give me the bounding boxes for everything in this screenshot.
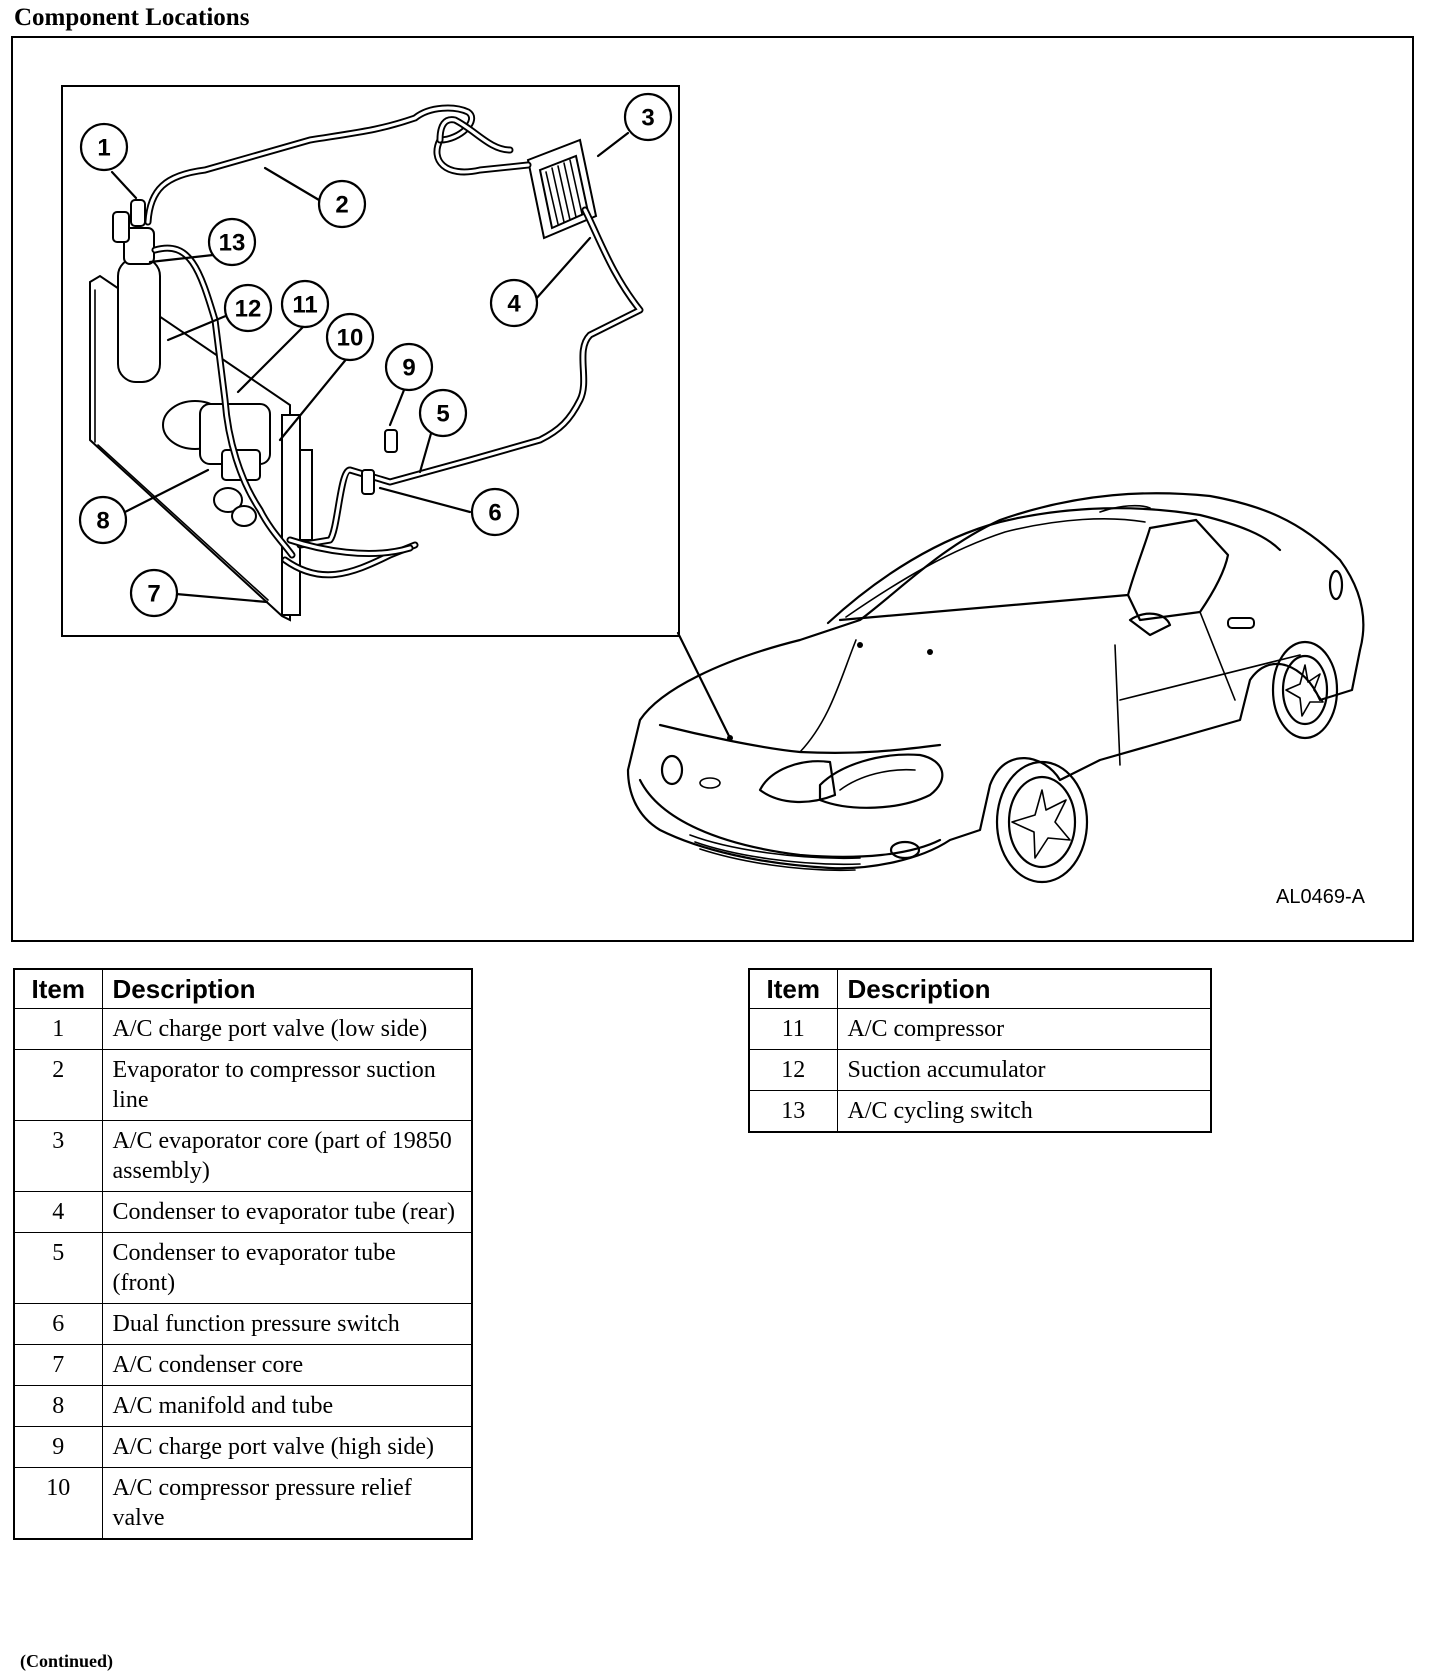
callout-7: 7 <box>129 568 179 618</box>
continued-note: (Continued) <box>20 1651 114 1671</box>
item-description: A/C evaporator core (part of 19850 assem… <box>101 1120 473 1192</box>
svg-text:11: 11 <box>292 292 317 319</box>
item-number: 13 <box>748 1090 838 1133</box>
suction-accumulator <box>112 199 161 383</box>
item-number: 7 <box>13 1344 103 1386</box>
figure-id: AL0469-A <box>1276 886 1365 908</box>
header-description: Description <box>836 968 1212 1009</box>
item-number: 4 <box>13 1191 103 1233</box>
item-number: 1 <box>13 1008 103 1050</box>
leader-lines <box>110 131 630 604</box>
item-number: 11 <box>748 1008 838 1050</box>
inset-pointer-dot <box>727 735 733 741</box>
svg-text:10: 10 <box>337 325 364 352</box>
ac-system-drawing: 1 2 3 4 5 6 7 8 9 10 11 12 13 <box>78 92 673 622</box>
item-number: 9 <box>13 1426 103 1468</box>
refrigerant-tubes <box>144 104 644 579</box>
section-title: Component Locations <box>14 4 250 31</box>
callout-1: 1 <box>79 122 129 172</box>
item-number: 2 <box>13 1049 103 1121</box>
item-description: A/C charge port valve (low side) <box>101 1008 473 1050</box>
svg-text:9: 9 <box>402 355 415 382</box>
pressure-switch <box>361 469 375 495</box>
callout-8: 8 <box>78 495 128 545</box>
item-description: Condenser to evaporator tube (rear) <box>101 1191 473 1233</box>
svg-text:8: 8 <box>96 508 109 535</box>
item-description: A/C compressor <box>836 1008 1212 1050</box>
svg-text:1: 1 <box>97 135 110 162</box>
callout-13: 13 <box>207 217 257 267</box>
table-header-row: Item Description <box>13 968 473 1009</box>
callout-5: 5 <box>418 388 468 438</box>
charge-port-high <box>384 429 398 453</box>
item-description: Dual function pressure switch <box>101 1303 473 1345</box>
item-description: Evaporator to compressor suction line <box>101 1049 473 1121</box>
header-item: Item <box>13 968 103 1009</box>
car-illustration <box>626 492 1365 884</box>
header-description: Description <box>101 968 473 1009</box>
inset-pointer <box>676 631 732 740</box>
item-number: 6 <box>13 1303 103 1345</box>
svg-text:7: 7 <box>147 581 160 608</box>
svg-text:6: 6 <box>488 500 501 527</box>
item-description: Suction accumulator <box>836 1049 1212 1091</box>
table-header-row: Item Description <box>748 968 1212 1009</box>
item-number: 8 <box>13 1385 103 1427</box>
item-number: 12 <box>748 1049 838 1091</box>
compressor <box>162 400 271 527</box>
item-description: A/C compressor pressure relief valve <box>101 1467 473 1540</box>
item-number: 5 <box>13 1232 103 1304</box>
callout-12: 12 <box>223 283 273 333</box>
callout-4: 4 <box>489 278 539 328</box>
callout-2: 2 <box>317 179 367 229</box>
callout-3: 3 <box>623 92 673 142</box>
item-number: 10 <box>13 1467 103 1540</box>
figure-frame <box>11 36 1414 942</box>
svg-text:12: 12 <box>235 296 262 323</box>
svg-text:4: 4 <box>507 291 521 318</box>
item-description: A/C condenser core <box>101 1344 473 1386</box>
callout-9: 9 <box>384 342 434 392</box>
item-description: A/C charge port valve (high side) <box>101 1426 473 1468</box>
callout-6: 6 <box>470 487 520 537</box>
callout-11: 11 <box>280 279 330 329</box>
item-description: A/C cycling switch <box>836 1090 1212 1133</box>
header-item: Item <box>748 968 838 1009</box>
svg-text:13: 13 <box>219 230 246 257</box>
svg-text:5: 5 <box>436 401 449 428</box>
svg-text:3: 3 <box>641 105 654 132</box>
svg-text:2: 2 <box>335 192 348 219</box>
callout-10: 10 <box>325 312 375 362</box>
item-number: 3 <box>13 1120 103 1192</box>
item-description: Condenser to evaporator tube (front) <box>101 1232 473 1304</box>
evaporator-core <box>526 138 598 240</box>
item-description: A/C manifold and tube <box>101 1385 473 1427</box>
